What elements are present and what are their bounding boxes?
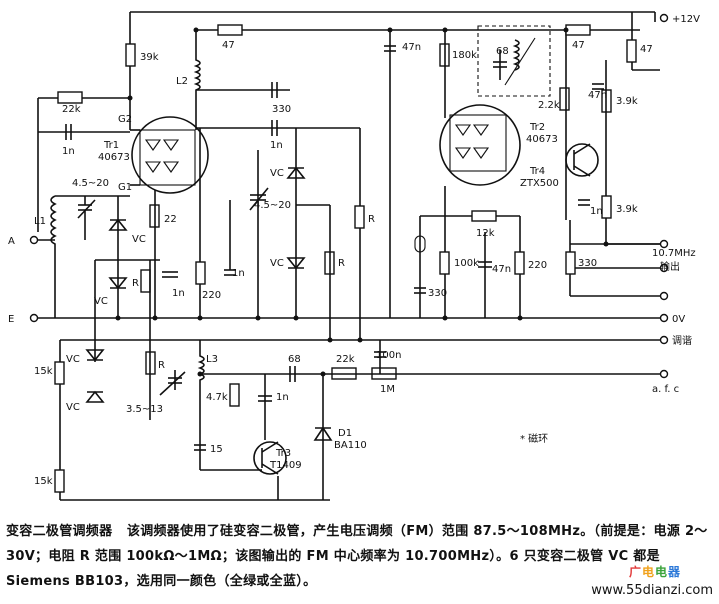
tr2-stage bbox=[414, 12, 660, 318]
label-tr2: Tr2 bbox=[529, 122, 545, 133]
label-0v: 0V bbox=[672, 314, 685, 325]
terminal-plus12v bbox=[659, 13, 669, 23]
label-1n-b: 1n bbox=[232, 268, 245, 279]
label-15k-a: 15k bbox=[34, 366, 53, 377]
label-tr1-part: 40673 bbox=[98, 152, 130, 163]
label-g2: G2 bbox=[118, 114, 132, 125]
label-47n-low: 47n bbox=[492, 264, 511, 275]
label-tr1: Tr1 bbox=[103, 140, 119, 151]
output-rails bbox=[570, 243, 660, 297]
label-1n-a: 1n bbox=[172, 288, 185, 299]
bias-chain bbox=[54, 340, 65, 500]
label-l2: L2 bbox=[176, 76, 188, 87]
label-4-5-20-left: 4.5~20 bbox=[72, 178, 109, 189]
terminal-0v bbox=[659, 313, 669, 323]
label-tr4-part: ZTX500 bbox=[520, 178, 559, 189]
label-47-vertical: 47 bbox=[640, 44, 653, 55]
label-tr4: Tr4 bbox=[529, 166, 545, 177]
label-tuning: 调谐 bbox=[672, 335, 692, 347]
label-ferrite: * 磁环 bbox=[520, 432, 548, 445]
label-plus12v: +12V bbox=[672, 14, 700, 25]
label-4-7k: 4.7k bbox=[206, 392, 228, 403]
label-r-mid: R bbox=[338, 258, 345, 269]
label-r-right: R bbox=[368, 214, 375, 225]
component-labels: 39k 47 47n 180k 47 47 +12V L2 22k 1n G2 … bbox=[8, 14, 700, 487]
label-220-mid: 220 bbox=[202, 290, 221, 301]
watermark-logo: 广电电器 bbox=[628, 565, 681, 579]
l1-tank bbox=[38, 195, 160, 420]
label-100n: 100n bbox=[376, 350, 401, 361]
watermark-url: www.55dianzi.com bbox=[591, 583, 713, 598]
label-15k-b: 15k bbox=[34, 476, 53, 487]
label-r-left: R bbox=[132, 278, 139, 289]
label-330-right: 330 bbox=[578, 258, 597, 269]
terminal-a bbox=[29, 235, 39, 245]
caption-title: 变容二极管调频器 bbox=[6, 524, 113, 539]
terminal-afc bbox=[659, 369, 669, 379]
label-15: 15 bbox=[210, 444, 223, 455]
label-vc-f: VC bbox=[270, 258, 284, 269]
label-47-right: 47 bbox=[572, 40, 585, 51]
circuit-schematic: 39k 47 47n 180k 47 47 +12V L2 22k 1n G2 … bbox=[8, 11, 700, 501]
tr1-stage bbox=[37, 24, 360, 318]
caption-text: 该调频器使用了硅变容二极管，产生电压调频（FM）范围 87.5～108MHz。（… bbox=[6, 524, 708, 589]
label-vc-e: VC bbox=[270, 168, 284, 179]
label-1n-left: 1n bbox=[62, 146, 75, 157]
label-1n-right: 1n bbox=[590, 206, 603, 217]
label-r-lower: R bbox=[158, 360, 165, 371]
label-vc-c: VC bbox=[66, 354, 80, 365]
junction-dots bbox=[115, 27, 609, 377]
label-12k: 12k bbox=[476, 228, 495, 239]
terminals bbox=[29, 13, 669, 379]
label-22k-left: 22k bbox=[62, 104, 81, 115]
label-47n: 47n bbox=[402, 42, 421, 53]
label-vc-b: VC bbox=[94, 296, 108, 307]
terminal-e bbox=[29, 313, 39, 323]
label-1n-low: 1n bbox=[276, 392, 289, 403]
label-1n-mid: 1n bbox=[270, 140, 283, 151]
label-47-top: 47 bbox=[222, 40, 235, 51]
label-22: 22 bbox=[164, 214, 177, 225]
label-180k: 180k bbox=[452, 50, 477, 61]
label-22k-low: 22k bbox=[336, 354, 355, 365]
label-tr2-part: 40673 bbox=[526, 134, 558, 145]
terminal-tuning bbox=[659, 335, 669, 345]
center-tank bbox=[162, 30, 396, 340]
terminal-10-7mhz bbox=[659, 239, 669, 249]
label-tr3: Tr3 bbox=[275, 448, 291, 459]
label-1m: 1M bbox=[380, 384, 395, 395]
label-3-9k-a: 3.9k bbox=[616, 96, 638, 107]
label-vc-d: VC bbox=[66, 402, 80, 413]
label-l1: L1 bbox=[34, 216, 46, 227]
label-330-top: 330 bbox=[272, 104, 291, 115]
label-a: A bbox=[8, 236, 15, 247]
label-47n-osc: 47n bbox=[588, 90, 607, 101]
label-tr3-part: T1409 bbox=[269, 460, 302, 471]
label-vc-a: VC bbox=[132, 234, 146, 245]
label-39k: 39k bbox=[140, 52, 159, 63]
label-330-low: 330 bbox=[428, 288, 447, 299]
label-3-9k-b: 3.9k bbox=[616, 204, 638, 215]
label-68-osc: 68 bbox=[496, 46, 509, 57]
label-68-low: 68 bbox=[288, 354, 301, 365]
label-l3: L3 bbox=[206, 354, 218, 365]
label-e: E bbox=[8, 314, 14, 325]
tr3-stage bbox=[60, 340, 660, 501]
label-4-5-20-mid: 4.5~20 bbox=[254, 200, 291, 211]
label-100k: 100k bbox=[454, 258, 479, 269]
label-afc: a. f. c bbox=[652, 384, 679, 395]
label-d1: D1 bbox=[338, 428, 352, 439]
label-d1-part: BA110 bbox=[334, 440, 367, 451]
label-g1: G1 bbox=[118, 182, 132, 193]
label-out-freq: 10.7MHz bbox=[652, 248, 696, 259]
label-out: 输出 bbox=[660, 260, 680, 273]
label-3-5-13: 3.5~13 bbox=[126, 404, 163, 415]
label-2-2k: 2.2k bbox=[538, 100, 560, 111]
label-220-right: 220 bbox=[528, 260, 547, 271]
figure-caption: 变容二极管调频器 该调频器使用了硅变容二极管，产生电压调频（FM）范围 87.5… bbox=[6, 519, 714, 594]
